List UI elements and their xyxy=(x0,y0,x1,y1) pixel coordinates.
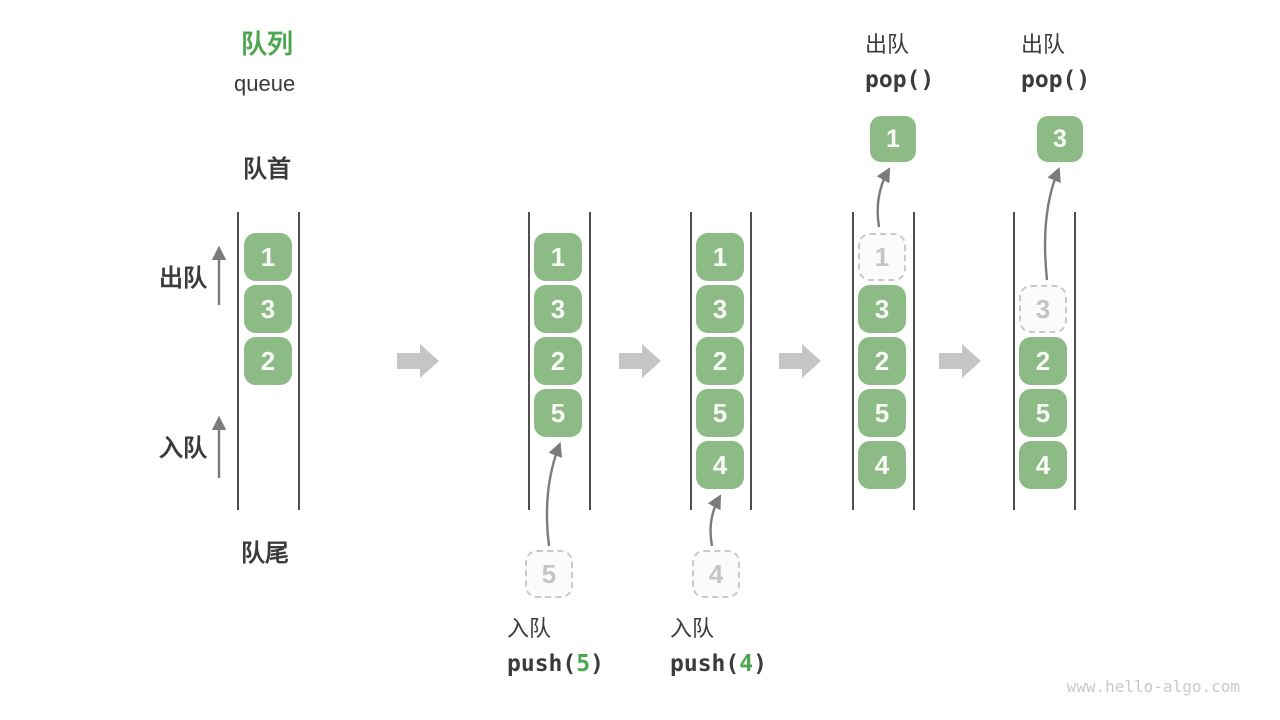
queue-wall-right xyxy=(913,212,915,510)
incoming-item-ghost: 4 xyxy=(692,550,740,598)
push-5-operation-label: 入队 push(5) xyxy=(507,616,604,679)
diagram-title-zh: 队列 xyxy=(241,29,294,59)
site-watermark: www.hello-algo.com xyxy=(1066,677,1240,696)
queue-item: 1 xyxy=(696,233,744,281)
queue-item: 5 xyxy=(858,389,906,437)
queue-item: 4 xyxy=(1019,441,1067,489)
push-4-arrow-icon xyxy=(707,494,722,547)
operation-code: pop() xyxy=(865,67,935,94)
queue-rear-label: 队尾 xyxy=(241,540,289,567)
queue-wall-left xyxy=(690,212,692,510)
queue-item: 2 xyxy=(534,337,582,385)
queue-item: 5 xyxy=(534,389,582,437)
operation-name: 出队 xyxy=(865,32,910,57)
pop-3-arrow-icon xyxy=(1043,167,1061,281)
removed-item-ghost: 3 xyxy=(1019,285,1067,333)
queue-item: 1 xyxy=(534,233,582,281)
queue-item: 2 xyxy=(244,337,292,385)
operation-name: 入队 xyxy=(670,616,715,641)
queue-wall-right xyxy=(750,212,752,510)
queue-wall-left xyxy=(852,212,854,510)
diagram-title-en: queue xyxy=(234,71,296,96)
operation-name: 出队 xyxy=(1021,32,1066,57)
push-4-operation-label: 入队 push(4) xyxy=(670,616,767,679)
pop-1-arrow-icon xyxy=(876,167,891,228)
operation-code: pop() xyxy=(1021,67,1091,94)
dequeue-side-label: 出队 xyxy=(159,265,207,292)
flow-arrow-icon xyxy=(779,344,821,378)
enqueue-side-label: 入队 xyxy=(159,435,207,462)
queue-wall-left xyxy=(237,212,239,510)
queue-wall-right xyxy=(298,212,300,510)
queue-item: 3 xyxy=(696,285,744,333)
queue-item: 4 xyxy=(696,441,744,489)
operation-code: push(4) xyxy=(670,651,767,678)
removed-item-ghost: 1 xyxy=(858,233,906,281)
queue-item: 3 xyxy=(858,285,906,333)
push-5-arrow-icon xyxy=(545,441,563,547)
queue-item: 1 xyxy=(244,233,292,281)
queue-item: 2 xyxy=(696,337,744,385)
flow-arrow-icon xyxy=(619,344,661,378)
push-argument: 4 xyxy=(739,651,754,678)
operation-name: 入队 xyxy=(507,616,552,641)
queue-item: 3 xyxy=(244,285,292,333)
flow-arrow-icon xyxy=(397,344,439,378)
queue-item: 4 xyxy=(858,441,906,489)
popped-item: 1 xyxy=(870,116,916,162)
operation-code: push(5) xyxy=(507,651,604,678)
push-argument: 5 xyxy=(576,651,591,678)
queue-item: 3 xyxy=(534,285,582,333)
popped-item: 3 xyxy=(1037,116,1083,162)
queue-item: 5 xyxy=(696,389,744,437)
queue-wall-right xyxy=(589,212,591,510)
queue-front-label: 队首 xyxy=(243,156,291,183)
queue-item: 2 xyxy=(1019,337,1067,385)
pop-1-operation-label: 出队 pop() xyxy=(865,32,934,95)
flow-arrow-icon xyxy=(939,344,981,378)
queue-wall-left xyxy=(1013,212,1015,510)
queue-wall-right xyxy=(1074,212,1076,510)
queue-wall-left xyxy=(528,212,530,510)
incoming-item-ghost: 5 xyxy=(525,550,573,598)
queue-item: 5 xyxy=(1019,389,1067,437)
pop-3-operation-label: 出队 pop() xyxy=(1021,32,1090,95)
queue-item: 2 xyxy=(858,337,906,385)
